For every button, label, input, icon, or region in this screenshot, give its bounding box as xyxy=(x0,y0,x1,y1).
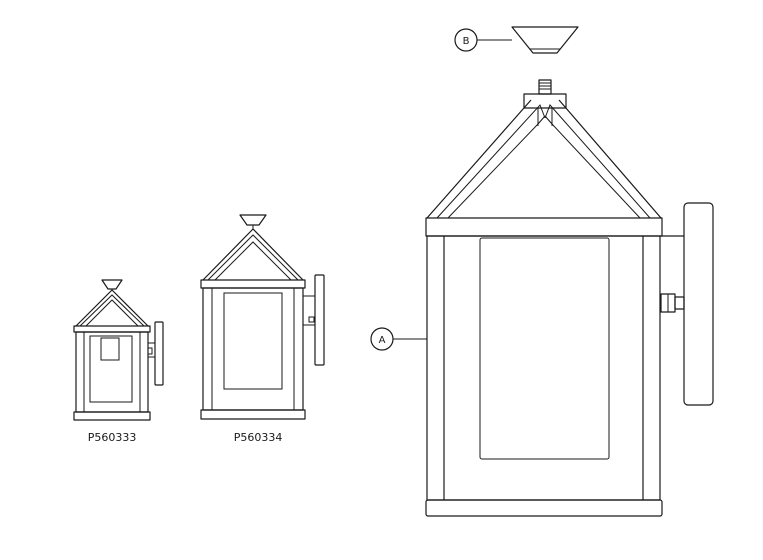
wall-backplate xyxy=(683,202,714,406)
callout-b-letter: B xyxy=(463,36,470,47)
lantern-body xyxy=(426,235,661,501)
lantern-small xyxy=(73,279,164,421)
model-label: P560334 xyxy=(234,431,283,444)
callout-b: B xyxy=(454,28,512,52)
lantern-medium xyxy=(200,214,325,420)
glass-panel xyxy=(479,237,610,460)
callout-a-letter: A xyxy=(379,335,386,346)
threaded-stud xyxy=(538,79,552,95)
callout-a: A xyxy=(370,327,427,351)
top-cap xyxy=(511,26,579,54)
lantern-large xyxy=(425,26,714,517)
model-label: P560333 xyxy=(88,431,137,444)
